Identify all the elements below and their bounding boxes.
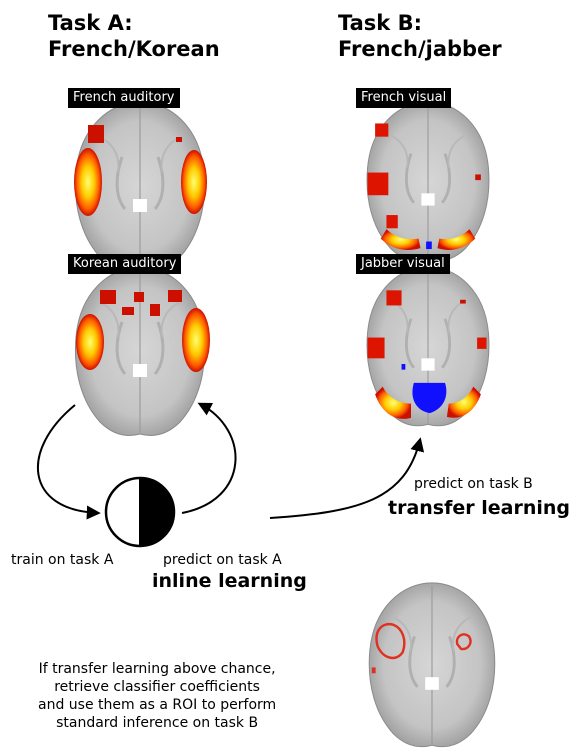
panel-label-french-auditory: French auditory [68, 88, 180, 108]
brain-slice-roi [367, 581, 497, 749]
note-line-1: If transfer learning above chance, [38, 661, 276, 677]
roi-note: If transfer learning above chance, retri… [38, 660, 276, 732]
panel-label-korean-auditory: Korean auditory [68, 254, 182, 274]
panel-label-french-visual: French visual [356, 88, 452, 108]
note-line-4: standard inference on task B [56, 715, 259, 731]
transfer-learning-label: transfer learning [388, 497, 571, 519]
task-b-title: Task B: French/jabber [338, 10, 502, 62]
inline-learning-label: inline learning [152, 570, 307, 592]
brain-slice-french-auditory [73, 100, 207, 272]
task-a-title-line2: French/Korean [48, 37, 220, 61]
task-a-title-line1: Task A: [48, 11, 133, 35]
task-a-title: Task A: French/Korean [48, 10, 220, 62]
predict-task-b-label: predict on task B [414, 476, 533, 492]
panel-label-jabber-visual: Jabber visual [356, 254, 450, 274]
note-line-3: and use them as a ROI to perform [38, 697, 277, 713]
brain-slice-french-visual [365, 100, 491, 263]
brain-slice-jabber-visual [365, 265, 491, 428]
note-line-2: retrieve classifier coefficients [54, 679, 260, 695]
train-label: train on task A [11, 552, 114, 568]
predict-task-a-label: predict on task A [163, 552, 282, 568]
classifier-circle-icon [104, 476, 176, 548]
task-b-title-line1: Task B: [338, 11, 422, 35]
task-b-title-line2: French/jabber [338, 37, 502, 61]
brain-slice-korean-auditory [73, 265, 210, 437]
